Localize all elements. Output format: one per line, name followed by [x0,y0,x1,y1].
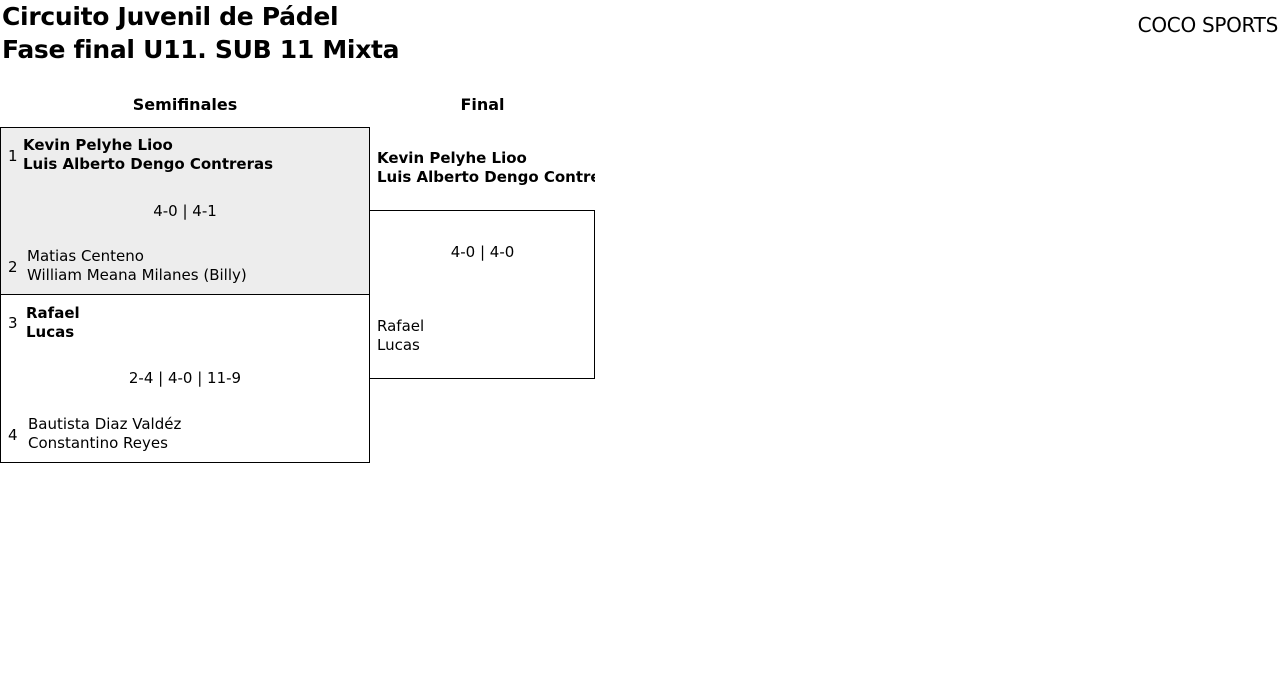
team-seed: 1 [8,147,18,165]
player-name: Bautista Diaz Valdéz [28,415,182,433]
semifinal-match-1[interactable]: 1 Kevin Pelyhe Lioo Luis Alberto Dengo C… [0,127,370,295]
team-winner: Rafael Lucas [26,304,80,342]
team-winner: Kevin Pelyhe Lioo Luis Alberto Dengo Con… [23,136,273,174]
player-name: Lucas [26,323,75,341]
final-runner-up-team: Rafael Lucas [377,317,424,355]
tournament-title: Circuito Juvenil de Pádel [2,2,339,31]
brand-name: COCO SPORTS [1137,13,1279,37]
player-name: Luis Alberto Dengo Contreras [377,168,595,186]
team-loser: Bautista Diaz Valdéz Constantino Reyes [28,415,181,453]
round-title-final: Final [460,95,505,114]
category-title: Fase final U11. SUB 11 Mixta [2,35,400,64]
team-loser: Matias Centeno William Meana Milanes (Bi… [27,247,247,285]
player-name: Constantino Reyes [28,434,168,452]
player-name: Rafael [26,304,80,322]
page-title: Circuito Juvenil de Pádel Fase final U11… [2,0,400,66]
player-name: Matias Centeno [27,247,144,265]
team-seed: 2 [8,258,18,276]
final-match[interactable] [370,210,595,379]
player-name: Luis Alberto Dengo Contreras [23,155,274,173]
player-name: Rafael [377,317,425,335]
player-name: Kevin Pelyhe Lioo [377,149,527,167]
team-seed: 4 [8,426,18,444]
match-score: 4-0 | 4-1 [153,202,217,220]
round-title-semifinals: Semifinales [132,95,238,114]
match-score: 2-4 | 4-0 | 11-9 [128,369,242,387]
player-name: Lucas [377,336,420,354]
player-name: Kevin Pelyhe Lioo [23,136,173,154]
semifinal-match-2[interactable]: 3 Rafael Lucas 2-4 | 4-0 | 11-9 4 Bautis… [0,294,370,463]
team-seed: 3 [8,314,18,332]
final-score: 4-0 | 4-0 [450,243,515,261]
player-name: William Meana Milanes (Billy) [27,266,247,284]
final-winner-team: Kevin Pelyhe Lioo Luis Alberto Dengo Con… [377,149,595,187]
